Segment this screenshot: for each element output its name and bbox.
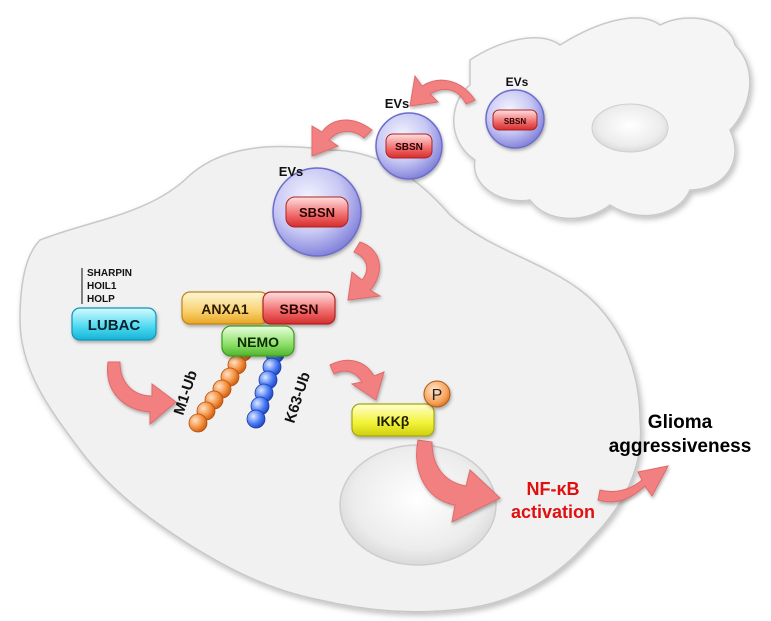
arrow-ikk-to-nfkb	[416, 439, 501, 523]
ev-small-sbsn-label: SBSN	[504, 117, 526, 126]
lubac-box	[71, 307, 157, 341]
ev-small	[485, 89, 545, 149]
lubac-component-holp: HOLP	[87, 294, 115, 305]
ikkb-box	[351, 403, 435, 437]
ev-large	[272, 167, 362, 257]
ikkb-label: IKKβ	[377, 413, 410, 429]
phosphate-label: P	[432, 387, 443, 404]
ev-small-label: EVs	[506, 75, 529, 89]
aggressiveness-label: aggressiveness	[609, 436, 752, 457]
arrow-lubac-to-m1	[107, 361, 177, 426]
ev-large-sbsn-label: SBSN	[299, 205, 335, 220]
lubac-label: LUBAC	[88, 317, 141, 334]
nemo-box	[221, 325, 295, 357]
sbsn-complex-label: SBSN	[280, 301, 319, 317]
arrows	[107, 74, 669, 523]
donor-cell-nucleus	[591, 103, 669, 153]
ev-medium-label: EVs	[385, 96, 410, 111]
ev-large-label: EVs	[279, 164, 304, 179]
ev-small-cargo	[492, 109, 538, 131]
glioma-label: Glioma	[648, 412, 713, 433]
sbsn-complex-box	[262, 291, 336, 325]
nfkb-label: NF-κB	[526, 479, 579, 499]
ev-medium-cargo	[385, 133, 433, 159]
arrow-nfkb-to-glioma	[597, 465, 669, 503]
k63-ub-bead	[246, 409, 266, 429]
lubac-component-hoil1: HOIL1	[87, 281, 117, 292]
nfkb-activation-label: activation	[511, 502, 595, 522]
ev-medium-sbsn-label: SBSN	[395, 142, 423, 153]
phosphate-circle	[423, 380, 451, 408]
k63-ub-chain	[246, 344, 285, 429]
anxa1-label: ANXA1	[201, 301, 249, 317]
nemo-label: NEMO	[237, 334, 279, 350]
ev-large-cargo	[285, 196, 349, 228]
lubac-component-sharpin: SHARPIN	[87, 268, 132, 279]
m1-ub-bead	[188, 413, 208, 433]
arrow-ev-transfer-2	[311, 119, 373, 157]
arrow-ev-to-complex	[347, 241, 382, 301]
arrow-ev-transfer-1	[409, 74, 476, 107]
arrow-nemo-to-ikk	[329, 359, 385, 401]
ev-medium	[375, 112, 443, 180]
